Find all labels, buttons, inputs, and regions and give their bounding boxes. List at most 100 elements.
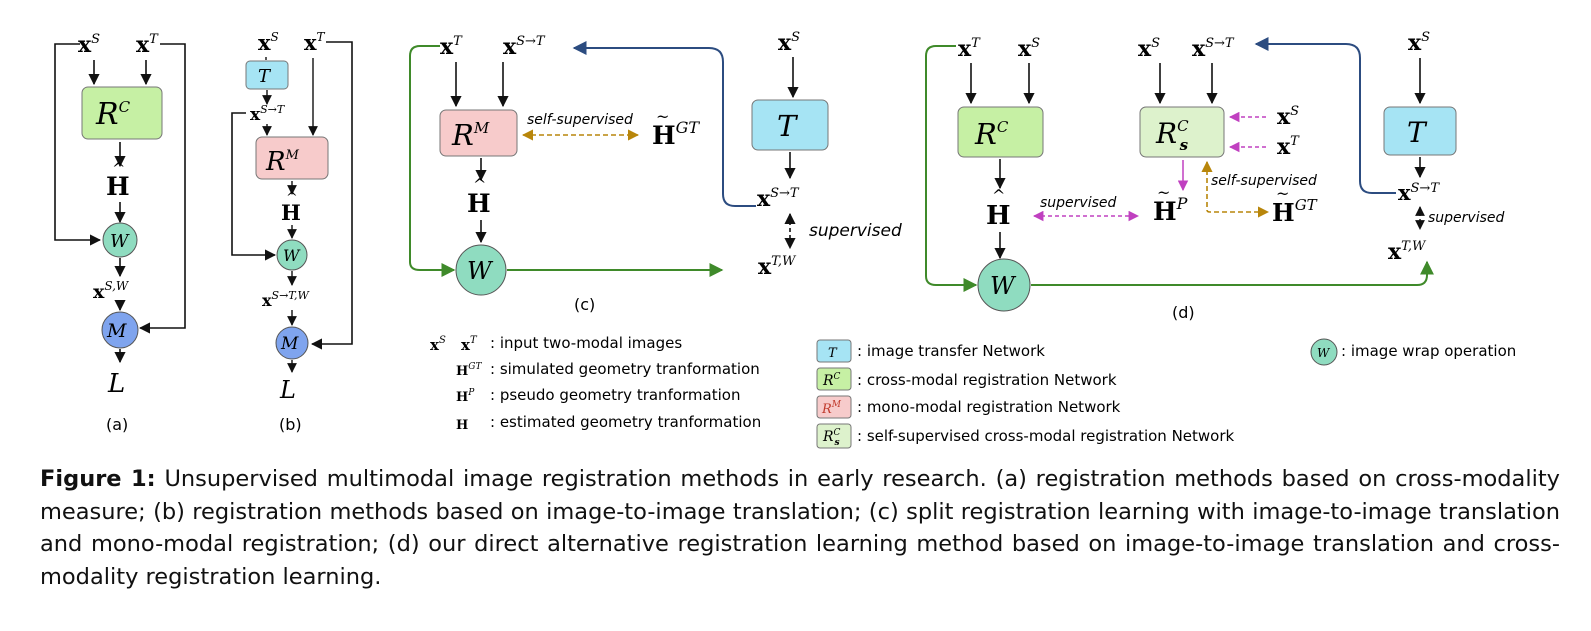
b-estimated-H: H <box>281 200 301 225</box>
d-side-xT: xT <box>1277 134 1300 160</box>
legend: xS xT : input two-modal images HGT : sim… <box>430 334 1516 449</box>
legend-estimated: H : estimated geometry tranformation <box>456 413 761 433</box>
svg-text:xT: xT <box>461 335 478 354</box>
figure-diagram: xS xT RC H ^ W xS,W M L (a) xS xT T xS→T… <box>54 30 1516 449</box>
d-H-P: HP <box>1153 194 1188 226</box>
svg-text:HGT: HGT <box>456 362 482 379</box>
a-input-xT: xT <box>136 32 159 58</box>
c-supervised-label: supervised <box>809 221 902 241</box>
svg-text:RC: RC <box>95 97 131 132</box>
b-mono-modal-network <box>255 136 329 180</box>
b-xStoTW: xS→T,W <box>262 289 311 310</box>
svg-text:~: ~ <box>1276 184 1289 203</box>
c-xStoT: xS→T <box>757 186 800 212</box>
d-side-xS: xS <box>1277 104 1299 130</box>
c-estimated-H: H <box>467 189 491 218</box>
svg-text:^: ^ <box>286 190 298 206</box>
c-transfer-network <box>751 99 829 151</box>
a-loss: L <box>107 369 125 399</box>
d-xStoT: xS→T <box>1398 180 1440 205</box>
svg-text:RCs: RCs <box>822 428 841 448</box>
legend-pseudo: HP : pseudo geometry tranformation <box>456 386 740 405</box>
a-estimated-H: H <box>106 172 130 201</box>
b-wrap-op <box>276 239 308 271</box>
a-cross-modal-network <box>81 86 163 140</box>
b-input-xS: xS <box>258 30 279 55</box>
d-self-supervised-label: self-supervised <box>1211 173 1317 189</box>
svg-text:: cross-modal registration Net: : cross-modal registration Network <box>857 371 1117 389</box>
c-xTW: xT,W <box>758 254 797 280</box>
d-H-GT: HGT <box>1272 196 1318 227</box>
svg-text:RC: RC <box>974 117 1009 151</box>
d-supervised-label: supervised <box>1040 195 1117 211</box>
b-measure-op <box>275 326 309 360</box>
svg-text:W: W <box>990 272 1017 300</box>
svg-text:~: ~ <box>1157 183 1170 202</box>
panel-a: xS xT RC H ^ W xS,W M L (a) <box>54 32 186 434</box>
legend-wrap: W : image wrap operation <box>1310 338 1516 366</box>
caption-label: Figure 1: <box>40 466 156 492</box>
svg-text:: pseudo geometry tranformatio: : pseudo geometry tranformation <box>490 386 740 404</box>
c-input-xStoT: xS→T <box>503 34 546 60</box>
figure-caption: Figure 1: Unsupervised multimodal image … <box>40 463 1560 594</box>
svg-text:RM: RM <box>265 147 300 177</box>
svg-text:T: T <box>828 346 838 361</box>
c-input-xS: xS <box>778 30 800 56</box>
d-wrap-op <box>977 258 1031 312</box>
d-transfer-network <box>1383 106 1457 156</box>
svg-text:^: ^ <box>473 175 486 194</box>
svg-text:W: W <box>1317 346 1331 360</box>
svg-text:: image wrap operation: : image wrap operation <box>1341 342 1516 360</box>
caption-text: Unsupervised multimodal image registrati… <box>40 466 1560 590</box>
c-mono-modal-network <box>439 109 518 157</box>
svg-text:T: T <box>777 109 799 143</box>
svg-text:M: M <box>280 334 299 354</box>
svg-text:RM: RM <box>821 400 842 417</box>
svg-text:W: W <box>467 257 494 285</box>
svg-text:W: W <box>283 246 301 265</box>
svg-text:RM: RM <box>451 118 490 152</box>
legend-input-images: xS xT : input two-modal images <box>430 334 682 354</box>
svg-text:RC: RC <box>822 372 841 389</box>
svg-text:xS: xS <box>430 335 446 354</box>
c-self-supervised-label: self-supervised <box>527 112 633 128</box>
svg-text:HP: HP <box>456 388 475 405</box>
d-input2-xStoT: xS→T <box>1192 36 1235 62</box>
panel-label-d: (d) <box>1172 303 1195 322</box>
d-input-xS: xS <box>1018 36 1040 62</box>
a-wrap-op <box>102 222 138 258</box>
panel-label-a: (a) <box>106 415 128 434</box>
svg-text:: simulated geometry tranforma: : simulated geometry tranformation <box>490 360 760 378</box>
svg-text:H: H <box>456 418 468 433</box>
b-loss: L <box>279 376 296 404</box>
svg-text:^: ^ <box>992 186 1005 205</box>
d-input2-xS: xS <box>1138 36 1160 62</box>
panel-c: xT xS→T RM self-supervised HGT ~ H ^ W x… <box>409 30 902 314</box>
c-wrap-op <box>455 244 507 296</box>
legend-simulated: HGT : simulated geometry tranformation <box>456 360 760 379</box>
a-measure-op <box>101 311 139 349</box>
svg-text:M: M <box>106 320 127 342</box>
svg-text:: image transfer Network: : image transfer Network <box>857 342 1045 360</box>
svg-text:: estimated geometry tranforma: : estimated geometry tranformation <box>490 413 761 431</box>
d-supervised-label-right: supervised <box>1428 210 1505 226</box>
d-estimated-H: H <box>986 201 1011 231</box>
svg-text:W: W <box>110 231 130 252</box>
svg-text:RCs: RCs <box>1155 117 1189 154</box>
panel-label-c: (c) <box>574 295 595 314</box>
d-input-xT: xT <box>958 36 981 62</box>
svg-text:: mono-modal registration Netw: : mono-modal registration Network <box>857 398 1121 416</box>
panel-label-b: (b) <box>279 415 302 434</box>
c-H-GT: HGT <box>652 118 700 150</box>
b-transfer-network <box>245 60 289 90</box>
legend-cross-modal: RC : cross-modal registration Network <box>816 367 1117 391</box>
svg-text:~: ~ <box>656 107 669 126</box>
c-input-xT: xT <box>440 34 463 60</box>
legend-transfer: T : image transfer Network <box>816 339 1045 363</box>
d-xTW: xT,W <box>1388 239 1427 265</box>
svg-text:: input two-modal images: : input two-modal images <box>490 334 682 352</box>
svg-text:T: T <box>258 66 272 87</box>
b-xStoT: xS→T <box>250 103 286 125</box>
